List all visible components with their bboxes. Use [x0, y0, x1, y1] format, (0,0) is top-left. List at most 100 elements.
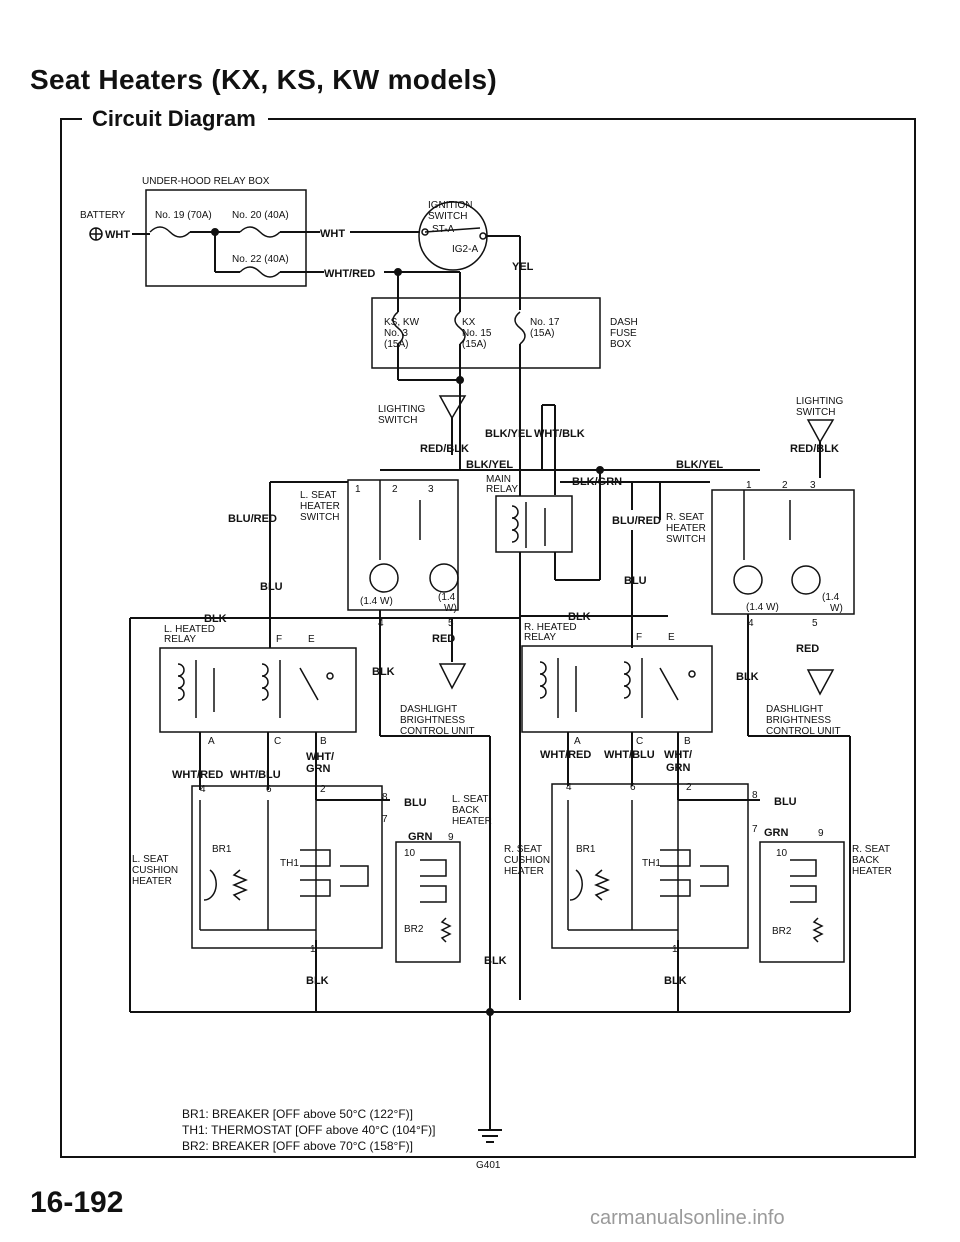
svg-text:HEATER: HEATER: [666, 523, 706, 534]
page-number: 16-192: [30, 1186, 124, 1219]
left-switch-lamp-2-icon: [429, 563, 459, 593]
svg-text:RELAY: RELAY: [486, 484, 518, 495]
wire-label-blu-right-back: BLU: [774, 796, 797, 808]
svg-text:E: E: [308, 634, 315, 645]
wire-label-wht-grn-left-1: WHT/: [306, 751, 334, 763]
svg-text:C: C: [636, 736, 643, 747]
fuse-20-symbol: [239, 226, 281, 238]
left-cushion-label: L. SEAT: [132, 854, 169, 865]
svg-text:10: 10: [404, 848, 416, 859]
svg-text:SWITCH: SWITCH: [300, 512, 339, 523]
svg-text:RELAY: RELAY: [164, 634, 196, 645]
svg-text:HEATER: HEATER: [300, 501, 340, 512]
svg-text:HEATER: HEATER: [504, 866, 544, 877]
svg-text:1: 1: [310, 944, 316, 955]
lighting-switch-left-label: LIGHTING: [378, 404, 425, 415]
svg-text:B: B: [320, 736, 327, 747]
left-heated-relay: [159, 647, 357, 733]
left-seat-back-heater: 10 BR2: [395, 841, 461, 963]
wire-label-yel: YEL: [512, 261, 534, 273]
svg-text:8: 8: [752, 790, 758, 801]
dash-fuse-box: KS, KW No. 3 (15A) KX No. 15 (15A) No. 1…: [371, 297, 601, 369]
lighting-switch-right-label: LIGHTING: [796, 396, 843, 407]
svg-text:B: B: [684, 736, 691, 747]
legend-br2: BR2: BREAKER [OFF above 70°C (158°F)]: [182, 1139, 413, 1153]
right-seat-cushion-heater: 4 6 2 BR1 TH1: [551, 782, 749, 949]
wire-label-blk-left-bus: BLK: [204, 613, 227, 625]
svg-text:E: E: [668, 632, 675, 643]
svg-text:A: A: [208, 736, 215, 747]
svg-text:RELAY: RELAY: [524, 632, 556, 643]
right-dash-unit-label: DASHLIGHT: [766, 704, 823, 715]
svg-text:SWITCH: SWITCH: [428, 211, 467, 222]
right-heated-relay: [521, 645, 713, 733]
wire-label-fuse22: WHT/RED: [324, 268, 375, 280]
svg-text:1: 1: [672, 944, 678, 955]
wire-label-wht-red-left: WHT/RED: [172, 769, 223, 781]
svg-text:(15A): (15A): [530, 328, 554, 339]
svg-text:1: 1: [746, 480, 752, 491]
lighting-switch-right-icon: [806, 419, 835, 444]
svg-text:KX: KX: [462, 317, 476, 328]
svg-text:2: 2: [686, 782, 692, 793]
svg-text:HEATER: HEATER: [452, 816, 492, 827]
svg-text:(1.4: (1.4: [438, 592, 456, 603]
svg-text:CUSHION: CUSHION: [132, 865, 178, 876]
wire-label-wht-blk: WHT/BLK: [534, 428, 585, 440]
fuse-22-symbol: [239, 266, 281, 278]
frame-top-right: [268, 118, 916, 120]
right-switch-label: R. SEAT: [666, 512, 704, 523]
svg-text:F: F: [276, 634, 282, 645]
svg-text:BACK: BACK: [852, 855, 880, 866]
svg-text:2: 2: [392, 484, 398, 495]
left-seat-cushion-heater: 4 6 2 BR1 TH1: [191, 784, 383, 949]
svg-text:(1.4: (1.4: [822, 592, 840, 603]
svg-text:SWITCH: SWITCH: [796, 407, 835, 418]
left-switch-lamp-1-icon: [369, 563, 399, 593]
wire-label-blk-center: BLK: [484, 955, 507, 967]
svg-text:7: 7: [752, 824, 758, 835]
left-dash-unit-icon: [438, 663, 467, 690]
under-hood-relay-box: UNDER-HOOD RELAY BOX No. 19 (70A) No. 20…: [142, 176, 307, 287]
section-subtitle: Circuit Diagram: [86, 106, 262, 132]
svg-text:FUSE: FUSE: [610, 328, 637, 339]
fuse-19-label: No. 19 (70A): [155, 210, 212, 221]
dash-fuse-label: DASH: [610, 317, 638, 328]
svg-text:4: 4: [200, 784, 206, 795]
fuse-22-label: No. 22 (40A): [232, 254, 289, 265]
left-cushion-element: [232, 869, 248, 901]
svg-text:BOX: BOX: [610, 339, 631, 350]
wire-label-red-blk-right: RED/BLK: [790, 443, 839, 455]
svg-text:CONTROL UNIT: CONTROL UNIT: [400, 726, 475, 737]
left-back-label: L. SEAT: [452, 794, 489, 805]
lighting-switch-left-icon: [438, 395, 467, 420]
frame-right: [914, 118, 916, 1158]
svg-text:8: 8: [382, 792, 388, 803]
svg-text:BR2: BR2: [404, 924, 424, 935]
svg-text:3: 3: [810, 480, 816, 491]
main-relay: [495, 495, 573, 553]
svg-text:BACK: BACK: [452, 805, 480, 816]
wire-label-blk-right-bus: BLK: [568, 611, 591, 623]
svg-text:No. 15: No. 15: [462, 328, 492, 339]
ground-label: G401: [476, 1160, 501, 1171]
wire-label-grn-left-back: GRN: [408, 831, 433, 843]
svg-text:BR2: BR2: [772, 926, 792, 937]
svg-text:TH1: TH1: [642, 858, 661, 869]
svg-text:C: C: [274, 736, 281, 747]
svg-text:6: 6: [266, 784, 272, 795]
wire-label-blk-yel-right: BLK/YEL: [676, 459, 723, 471]
svg-text:SWITCH: SWITCH: [378, 415, 417, 426]
frame-left: [60, 118, 62, 1158]
svg-text:KS, KW: KS, KW: [384, 317, 420, 328]
svg-text:CONTROL UNIT: CONTROL UNIT: [766, 726, 841, 737]
wire-label-blk-yel-top: BLK/YEL: [485, 428, 532, 440]
left-seat-heater-switch: 1 2 3 (1.4 W) (1.4 W): [347, 479, 459, 614]
wire-label-blk-yel-mid: BLK/YEL: [466, 459, 513, 471]
frame-top-left: [60, 118, 82, 120]
wire-label-wht-grn-left-2: GRN: [306, 763, 331, 775]
wire-label-wht-grn-right-2: GRN: [666, 762, 691, 774]
wire-label-blu-left-back: BLU: [404, 797, 427, 809]
svg-text:No. 17: No. 17: [530, 317, 560, 328]
